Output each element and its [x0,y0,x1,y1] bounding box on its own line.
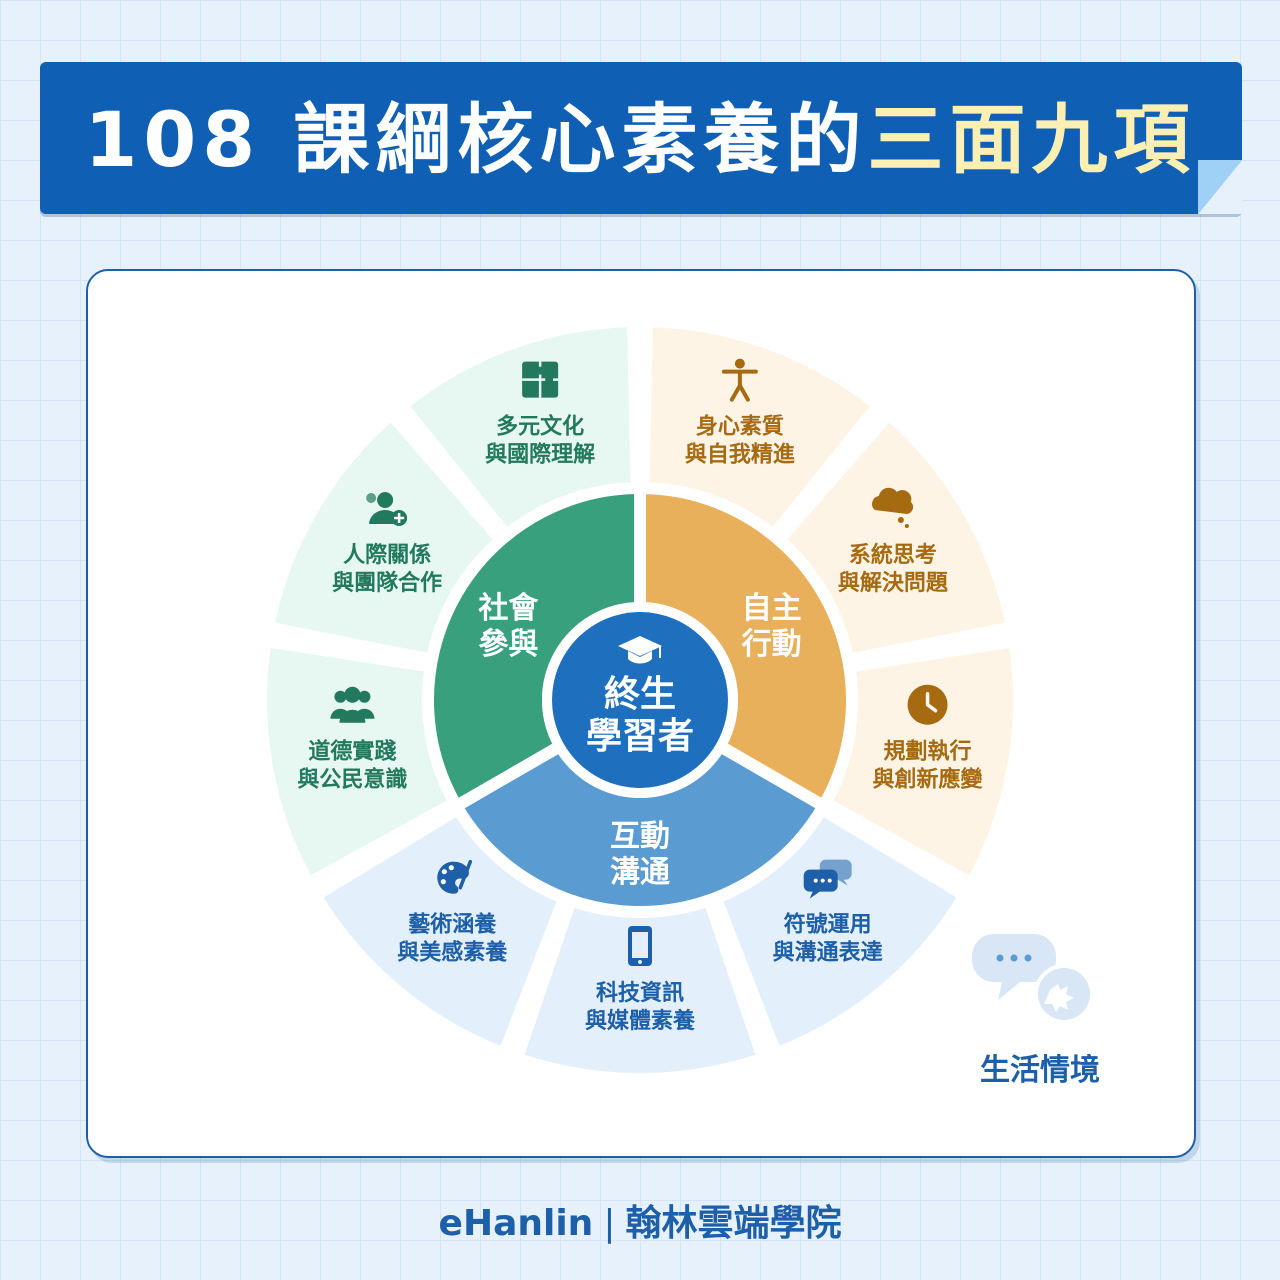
dimension-label-line1: 自主 [742,591,802,626]
dimension-label-line1: 社會 [478,591,539,626]
segment-label-line2: 與美感素養 [397,940,507,966]
thought-cloud-icon [872,487,914,528]
segment-label-line1: 多元文化 [496,414,584,440]
segment-label-line2: 與創新應變 [873,767,984,793]
chat-bubbles-icon [803,859,852,899]
dimension-label-line1: 互動 [610,819,670,854]
dimension-label-line2: 溝通 [610,855,670,890]
context-label: 生活情境 [980,1053,1100,1088]
center-label-line2: 學習者 [586,716,694,757]
segment-label-line2: 與國際理解 [485,442,595,468]
page-title: 108 課綱核心素養的三面九項 [0,92,1280,188]
segment-label-line2: 與團隊合作 [332,570,442,596]
graduation-cap-icon [618,636,662,664]
center-label-line1: 終生 [604,674,676,715]
brand-separator: | [603,1203,616,1244]
segment-label-line2: 與媒體素養 [585,1008,695,1034]
user-network-icon [366,492,408,526]
title-main: 108 課綱核心素養的 [84,95,868,184]
segment-label-line1: 系統思考 [849,542,937,568]
speech-bubbles-icon [972,934,1094,1024]
title-banner [40,62,1242,214]
dimension-label-line2: 行動 [741,627,802,662]
segment-label-line1: 符號運用 [784,912,872,938]
segment-label-line2: 與溝通表達 [773,940,883,966]
person-icon [721,358,758,402]
brand-chinese: 翰林雲端學院 [625,1203,842,1244]
title-highlight: 三面九項 [867,95,1196,184]
palette-icon [437,859,473,894]
segment-label-line2: 與公民意識 [297,767,407,793]
mobile-phone-icon [628,926,652,966]
segment-label-line1: 藝術涵養 [408,912,496,938]
segment-label-line1: 道德實踐 [308,739,396,765]
brand-footer: eHanlin|翰林雲端學院 [0,1194,1280,1246]
segment-label-line1: 人際關係 [343,542,431,568]
banner-fold-flap [1198,160,1242,214]
segment-label-line1: 規劃執行 [884,739,972,765]
segment-label-line1: 科技資訊 [596,980,684,1006]
segment-label-line2: 與自我精進 [685,442,795,468]
puzzle-icon [522,361,559,398]
brand-latin: eHanlin [438,1203,594,1244]
segment-label-line1: 身心素質 [696,414,784,440]
clock-icon [907,684,948,725]
segment-label-line2: 與解決問題 [838,570,949,596]
people-group-icon [330,686,375,723]
dimension-label-line2: 參與 [478,627,538,662]
